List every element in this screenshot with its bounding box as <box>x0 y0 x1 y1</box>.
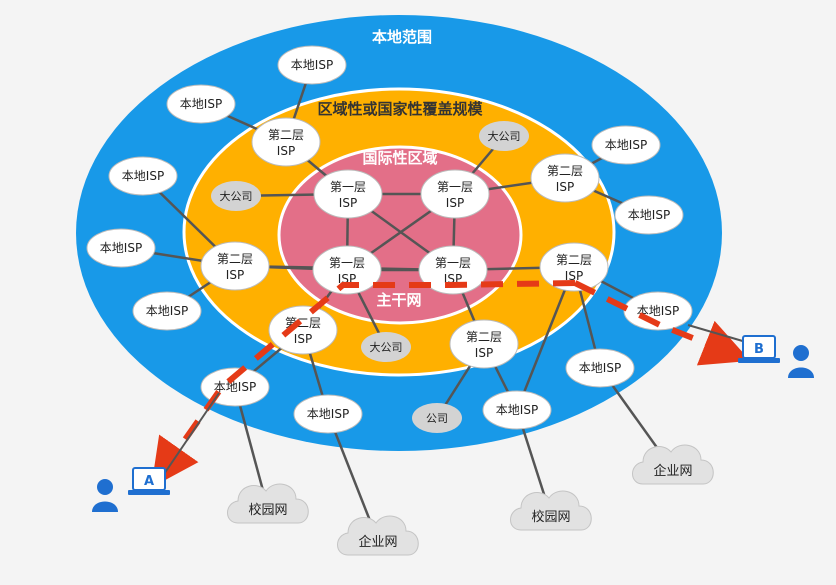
user-icon <box>92 479 118 512</box>
path-a-to-b <box>151 280 751 488</box>
node-label: 大公司 <box>488 129 521 143</box>
host-a-label: A <box>144 474 154 489</box>
local-isp-node-l10[interactable]: 本地ISP <box>565 348 635 388</box>
node-label-line2: ISP <box>294 332 312 346</box>
node-label-line2: ISP <box>565 269 583 283</box>
node-label-line1: 第二层 <box>466 330 502 344</box>
local-isp-node-l2[interactable]: 本地ISP <box>166 84 236 124</box>
node-label: 本地ISP <box>628 208 670 222</box>
node-label: 校园网 <box>531 509 570 525</box>
local-isp-node-l11[interactable]: 本地ISP <box>293 394 363 434</box>
node-label: 企业网 <box>653 463 692 479</box>
local-isp-node-l3[interactable]: 本地ISP <box>591 125 661 165</box>
local-isp-node-l12[interactable]: 本地ISP <box>482 390 552 430</box>
tier1-isp-node-t1a[interactable]: 第一层 ISP <box>313 169 383 219</box>
node-label-line1: 第二层 <box>547 164 583 178</box>
campus-network-cloud-cl2[interactable]: 校园网 <box>510 490 592 531</box>
international-scope-label: 国际性区域 <box>362 149 437 167</box>
cloud-icon <box>510 490 592 531</box>
node-label: 本地ISP <box>146 304 188 318</box>
node-label: 校园网 <box>248 502 287 518</box>
node-label: 大公司 <box>220 189 253 203</box>
tier1-isp-node-t1b[interactable]: 第一层 ISP <box>420 169 490 219</box>
node-label: 本地ISP <box>214 380 256 394</box>
tier2-isp-node-t2d[interactable]: 第二层 ISP <box>539 242 609 292</box>
tier2-isp-node-t2b[interactable]: 第二层 ISP <box>530 153 600 203</box>
host-a-link <box>159 392 220 481</box>
node-label-line1: 第二层 <box>217 252 253 266</box>
host-b-link <box>687 324 747 343</box>
user-icon <box>788 345 814 378</box>
node-label: 本地ISP <box>496 403 538 417</box>
node-label: 本地ISP <box>637 304 679 318</box>
node-label: 企业网 <box>358 534 397 550</box>
backbone-label: 主干网 <box>376 291 421 309</box>
node-label: 本地ISP <box>579 361 621 375</box>
cloud-icon <box>227 483 309 524</box>
host-b[interactable]: B <box>687 324 814 378</box>
local-isp-node-l4[interactable]: 本地ISP <box>108 156 178 196</box>
node-label: 本地ISP <box>291 58 333 72</box>
regional-scope-label: 区域性或国家性覆盖规模 <box>317 100 483 118</box>
local-isp-node-l5[interactable]: 本地ISP <box>614 195 684 235</box>
node-label: 本地ISP <box>100 241 142 255</box>
cloud-icon <box>337 515 419 556</box>
local-isp-node-l6[interactable]: 本地ISP <box>86 228 156 268</box>
node-label-line1: 第一层 <box>435 256 471 270</box>
node-label: 大公司 <box>370 340 403 354</box>
big-company-node-bc3[interactable]: 大公司 <box>361 332 411 362</box>
local-isp-node-l1[interactable]: 本地ISP <box>277 45 347 85</box>
local-isp-node-l8[interactable]: 本地ISP <box>623 291 693 331</box>
big-company-node-bc1[interactable]: 大公司 <box>479 121 529 151</box>
node-label: 本地ISP <box>122 169 164 183</box>
path-a-segment <box>151 280 576 488</box>
node-label-line2: ISP <box>226 268 244 282</box>
node-label: 公司 <box>426 412 448 425</box>
node-label-line1: 第一层 <box>330 180 366 194</box>
company-node-c1[interactable]: 公司 <box>412 403 462 433</box>
local-scope-label: 本地范围 <box>372 28 432 46</box>
campus-network-cloud-cl1[interactable]: 校园网 <box>227 483 309 524</box>
node-label-line2: ISP <box>339 196 357 210</box>
enterprise-network-cloud-cl3[interactable]: 企业网 <box>337 515 419 556</box>
tier2-isp-node-t2c[interactable]: 第二层 ISP <box>200 241 270 291</box>
node-label-line1: 第二层 <box>268 128 304 142</box>
host-b-label: B <box>754 342 764 357</box>
enterprise-network-cloud-cl4[interactable]: 企业网 <box>632 444 714 485</box>
big-company-node-bc2[interactable]: 大公司 <box>211 181 261 211</box>
local-isp-node-l7[interactable]: 本地ISP <box>132 291 202 331</box>
node-label: 本地ISP <box>180 97 222 111</box>
node-label-line2: ISP <box>446 196 464 210</box>
laptop-icon[interactable]: A <box>128 467 170 495</box>
node-label-line1: 第一层 <box>329 256 365 270</box>
node-label-line2: ISP <box>556 180 574 194</box>
node-label: 本地ISP <box>307 407 349 421</box>
tier2-isp-node-t2a[interactable]: 第二层 ISP <box>251 117 321 167</box>
node-label-line1: 第二层 <box>556 253 592 267</box>
cloud-icon <box>632 444 714 485</box>
node-label-line2: ISP <box>475 346 493 360</box>
host-a[interactable]: A <box>92 392 220 512</box>
node-label: 本地ISP <box>605 138 647 152</box>
node-label-line2: ISP <box>277 144 295 158</box>
node-label-line1: 第一层 <box>437 180 473 194</box>
tier2-isp-node-t2f[interactable]: 第二层 ISP <box>449 319 519 369</box>
link-t2d-l12 <box>515 266 576 411</box>
laptop-icon[interactable]: B <box>738 335 780 363</box>
